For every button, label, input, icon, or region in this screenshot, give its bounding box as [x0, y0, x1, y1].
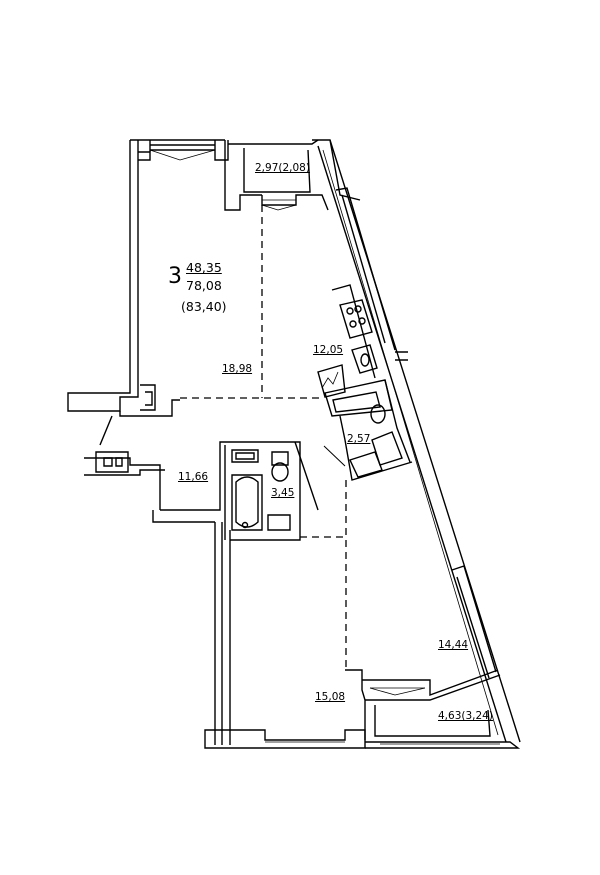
- bathroom-small-outline: [323, 379, 413, 481]
- room-label-bedroom-right: 14,44: [438, 639, 469, 651]
- balcony-top-outline: [224, 139, 329, 211]
- room-label-bathroom-small: 2,57: [347, 433, 371, 445]
- area-with-balconies: (83,40): [181, 299, 227, 314]
- room-label-kitchen: 12,05: [313, 344, 344, 356]
- room-label-bathroom: 3,45: [271, 487, 295, 499]
- exterior-wall-left: [67, 139, 229, 412]
- kitchen-counter: [317, 284, 378, 398]
- room-label-living-room: 18,98: [222, 363, 253, 375]
- room-label-bedroom-bottom: 15,08: [315, 691, 346, 703]
- total-area: 78,08: [186, 278, 222, 293]
- room-label-balcony-top: 2,97(2,08): [255, 162, 310, 174]
- balcony-bottom-outline: [362, 669, 521, 749]
- room-count: 3: [168, 264, 182, 289]
- living-area: 48,35: [186, 260, 222, 275]
- exterior-wall-diagonal: [312, 139, 521, 743]
- room-label-hallway: 11,66: [178, 471, 209, 483]
- room-dividers: [180, 205, 347, 670]
- bedroom-bottom-outline: [204, 669, 366, 749]
- room-label-balcony-bottom: 4,63(3,24): [438, 710, 493, 722]
- interior-walls: [84, 384, 319, 745]
- bathroom-fixtures: [231, 449, 291, 531]
